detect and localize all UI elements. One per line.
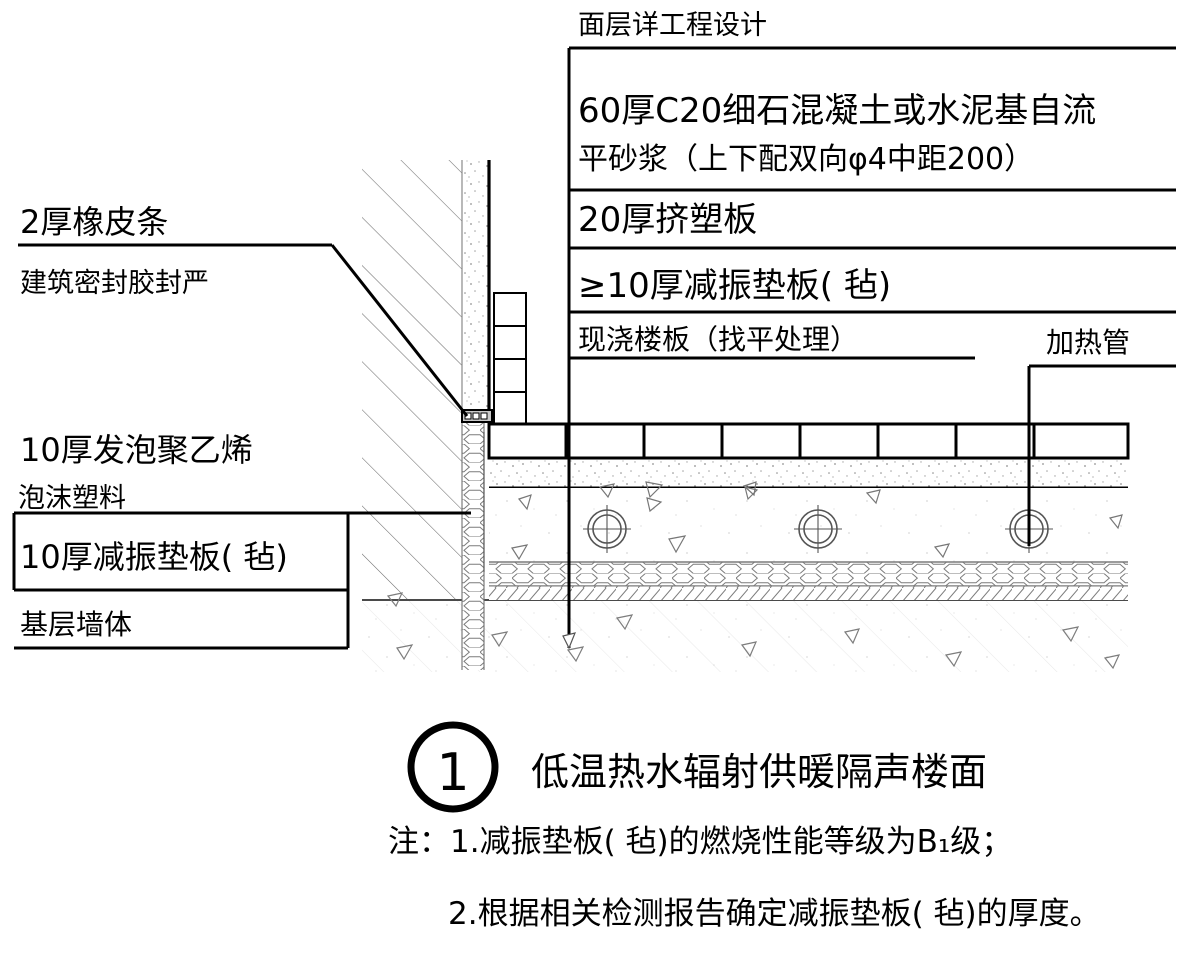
label-xps-board: 20厚挤塑板	[578, 200, 757, 240]
detail-title: 低温热水辐射供暖隔声楼面	[531, 750, 987, 794]
label-cast-in-place-slab: 现浇楼板（找平处理）	[578, 323, 858, 356]
xps-board-layer	[489, 456, 1128, 490]
detail-title-block: 1 低温热水辐射供暖隔声楼面	[407, 721, 987, 813]
wall-edge-damping-strip	[461, 422, 485, 670]
heated-concrete-layer	[489, 481, 1128, 566]
label-damping-pad-wall: 10厚减振垫板( 毡)	[20, 538, 288, 576]
label-concrete-screed-line2: 平砂浆（上下配双向φ4中距200）	[578, 142, 1034, 177]
label-foamed-polyethylene-line1: 10厚发泡聚乙烯	[20, 431, 253, 469]
aggregate-marks	[511, 481, 1123, 561]
left-leader-lines	[12, 243, 471, 650]
detail-number: 1	[436, 743, 469, 803]
slab-aggregate-marks	[386, 592, 1121, 670]
label-damping-pad: ≥10厚减振垫板( 毡)	[578, 266, 891, 306]
leveling-layer	[489, 585, 1128, 600]
label-concrete-screed-line1: 60厚C20细石混凝土或水泥基自流	[578, 91, 1096, 131]
right-label-texts: 面层详工程设计 60厚C20细石混凝土或水泥基自流 平砂浆（上下配双向φ4中距2…	[578, 10, 1130, 359]
damping-pad-layer	[489, 561, 1128, 587]
structural-slab	[362, 599, 1128, 672]
label-base-wall: 基层墙体	[20, 608, 132, 641]
wall-skirting-course	[493, 292, 527, 425]
label-surface-layer: 面层详工程设计	[578, 10, 767, 41]
notes-block: 注：1.减振垫板( 毡)的燃烧性能等级为B₁级； 2.根据相关检测报告确定减振垫…	[388, 824, 1101, 932]
section-geometry	[362, 160, 1130, 672]
label-sealant: 建筑密封胶封严	[20, 268, 209, 299]
left-label-texts: 2厚橡皮条 建筑密封胶封严 10厚发泡聚乙烯 泡沫塑料 10厚减振垫板( 毡) …	[18, 203, 288, 641]
note-1: 注：1.减振垫板( 毡)的燃烧性能等级为B₁级；	[388, 824, 1012, 860]
detail-number-circle	[407, 721, 499, 813]
note-2: 2.根据相关检测报告确定减振垫板( 毡)的厚度。	[448, 896, 1101, 932]
label-foamed-polyethylene-line2: 泡沫塑料	[18, 483, 126, 514]
floor-finish-course	[487, 422, 1130, 460]
rubber-strip-sealant-detail	[461, 409, 493, 423]
wall-plaster-layer	[461, 160, 491, 422]
label-heating-pipe: 加热管	[1046, 326, 1130, 359]
label-rubber-strip: 2厚橡皮条	[20, 203, 168, 241]
right-leader-lines	[562, 46, 1176, 650]
